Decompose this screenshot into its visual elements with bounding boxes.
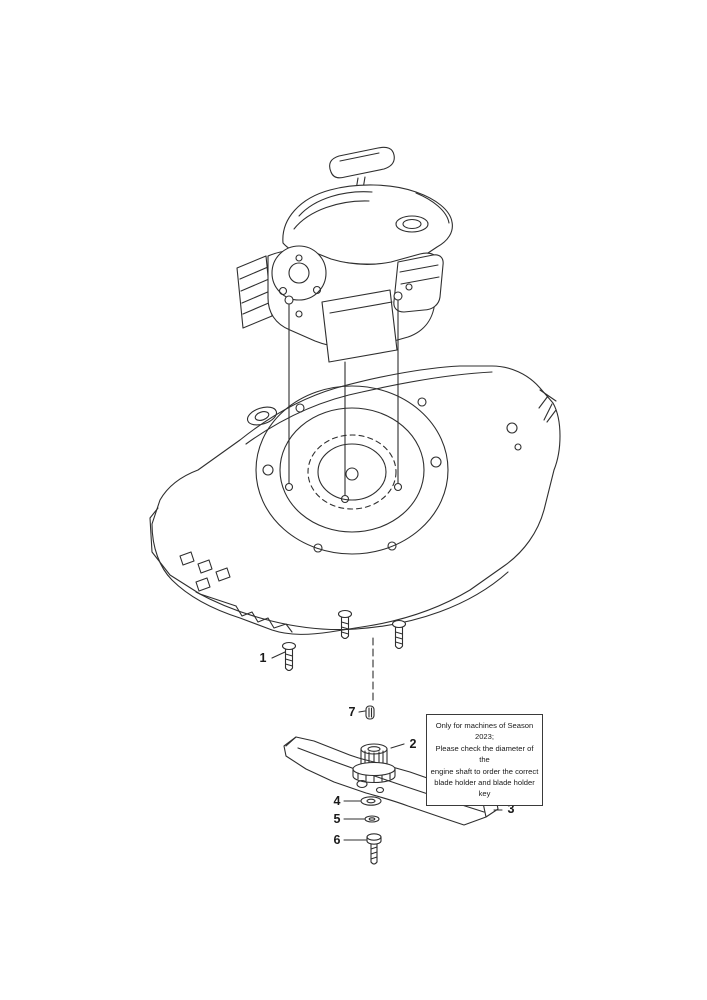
callout-label-4: 4 bbox=[333, 794, 341, 808]
blade-bolt-6-drawing bbox=[366, 833, 382, 865]
washer-4-drawing bbox=[360, 796, 382, 806]
deck-drawing bbox=[149, 365, 561, 635]
blade-holder-drawing bbox=[352, 743, 396, 784]
callout-label-3: 3 bbox=[507, 802, 515, 816]
note-line-1: Only for machines of Season 2023; bbox=[435, 721, 534, 742]
note-line-2: Please check the diameter of the bbox=[435, 743, 534, 765]
callout-leader-lines bbox=[271, 651, 503, 841]
note-line-4: blade holder and blade holder key bbox=[434, 777, 535, 799]
engine-bolt-3-drawing bbox=[391, 619, 407, 650]
note-line-3: engine shaft to order the correct bbox=[430, 766, 539, 776]
fuel-cap-drawing bbox=[395, 215, 429, 233]
washer-5-drawing bbox=[364, 815, 380, 823]
callout-label-1: 1 bbox=[259, 651, 267, 665]
engine-bolt-2-drawing bbox=[337, 609, 353, 640]
season-note-box: Only for machines of Season 2023; Please… bbox=[426, 714, 543, 806]
callout-label-6: 6 bbox=[333, 833, 341, 847]
blade-holder-key-drawing bbox=[365, 705, 375, 720]
engine-drawing bbox=[236, 146, 453, 363]
alignment-lines bbox=[284, 299, 403, 504]
engine-bolt-1-drawing bbox=[281, 641, 297, 672]
callout-label-2: 2 bbox=[409, 737, 417, 751]
callout-label-5: 5 bbox=[333, 812, 341, 826]
callout-label-7: 7 bbox=[348, 705, 356, 719]
starter-handle-drawing bbox=[329, 146, 395, 191]
